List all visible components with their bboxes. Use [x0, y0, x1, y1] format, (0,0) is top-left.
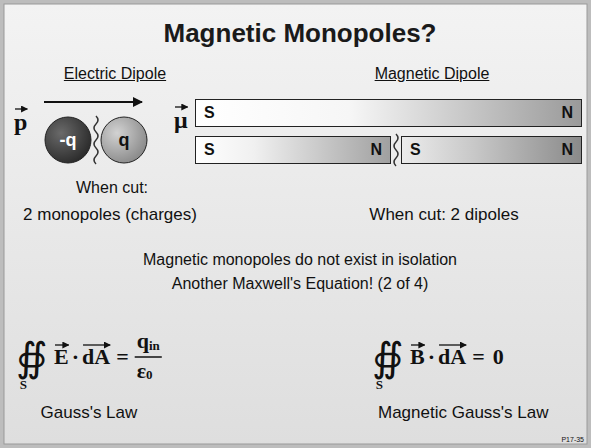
charge-label: -q — [60, 131, 77, 149]
slide-title: Magnetic Monopoles? — [164, 20, 437, 46]
magnet-half: SN — [401, 136, 582, 164]
equals-sign: = — [116, 346, 129, 368]
dot-operator: · — [428, 346, 435, 368]
section-heading: Electric Dipole — [64, 66, 166, 82]
permittivity-subscript: 0 — [146, 368, 153, 381]
area-symbol: dA — [438, 346, 466, 368]
charge-circle — [45, 117, 91, 163]
law-name: Magnetic Gauss's Law — [378, 404, 549, 421]
break-mark — [394, 134, 398, 166]
statement-text: Magnetic monopoles do not exist in isola… — [143, 252, 457, 268]
note-text: When cut: 2 dipoles — [369, 206, 518, 223]
note-text: 2 monopoles (charges) — [23, 206, 197, 223]
permittivity-symbol: ε — [137, 360, 146, 382]
area-symbol: dA — [82, 346, 110, 368]
pole-label: S — [410, 142, 421, 158]
zero-value: 0 — [493, 346, 504, 368]
dipole-symbol: μ — [174, 108, 188, 132]
note-text: When cut: — [76, 180, 148, 196]
fraction-bar — [135, 356, 162, 358]
charge-label: q — [119, 131, 130, 149]
break-mark — [94, 116, 98, 164]
pole-label: N — [561, 105, 573, 121]
surface-subscript: S — [376, 378, 383, 391]
slide-ground — [4, 4, 587, 444]
law-name: Gauss's Law — [41, 404, 138, 421]
pole-label: S — [204, 142, 215, 158]
dipole-symbol: p — [14, 110, 27, 134]
magnet-half: SN — [195, 136, 391, 164]
dot-operator: · — [72, 346, 79, 368]
field-symbol: E — [54, 346, 69, 368]
field-symbol: B — [410, 346, 425, 368]
positive-charge: q — [100, 116, 148, 164]
section-heading: Magnetic Dipole — [375, 66, 490, 82]
pole-label: N — [561, 142, 573, 158]
equals-sign: = — [472, 346, 485, 368]
charge-symbol: q — [137, 330, 149, 352]
statement-text: Another Maxwell's Equation! (2 of 4) — [172, 276, 429, 292]
pole-label: N — [370, 142, 382, 158]
surface-subscript: S — [20, 378, 27, 391]
slide-number: P17-35 — [561, 436, 584, 443]
charge-circle — [101, 117, 147, 163]
pole-label: S — [204, 105, 215, 121]
integral-sign: ∯ — [372, 337, 404, 377]
integral-sign: ∯ — [16, 337, 48, 377]
charge-subscript: in — [149, 339, 160, 352]
negative-charge: -q — [44, 116, 92, 164]
bar-magnet: SN — [195, 99, 582, 127]
dipole-arrow — [44, 101, 142, 103]
